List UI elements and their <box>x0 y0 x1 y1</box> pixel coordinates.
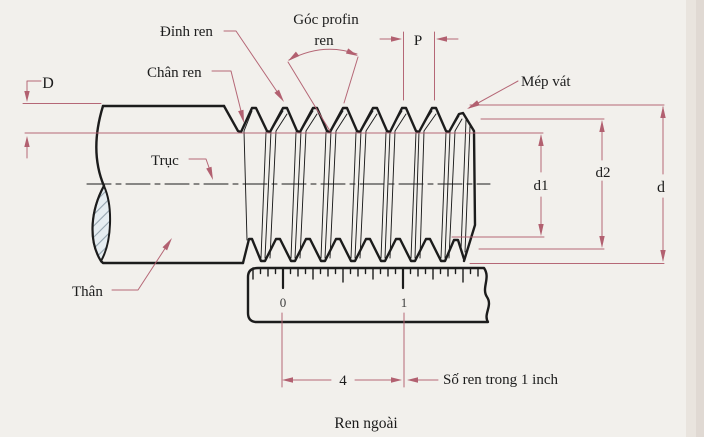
ruler-extension-lines <box>281 312 405 388</box>
label-profile-angle-2: ren <box>314 33 334 49</box>
arrow-angle-right <box>345 48 358 56</box>
arrow-d1-top <box>538 134 544 146</box>
thread-top-profile <box>222 104 477 263</box>
arrow-d-bottom <box>660 250 666 262</box>
label-pitch: P <box>414 33 422 49</box>
label-axis: Trục <box>151 153 179 169</box>
arrow-angle-left <box>288 51 300 61</box>
label-major-diameter: d <box>657 179 665 196</box>
label-crest: Đỉnh ren <box>160 24 213 40</box>
arrow-depth-top <box>24 91 30 102</box>
labels: D Đỉnh ren Chân ren Góc profin ren P Mép… <box>42 12 665 432</box>
arrow-axis <box>206 166 213 180</box>
label-threads-note: Số ren trong 1 inch <box>443 372 558 388</box>
arrow-d-top <box>660 106 666 118</box>
pitch-dia-dim <box>478 118 605 250</box>
arrow-pitch-right <box>436 36 447 42</box>
label-profile-angle-1: Góc profin <box>293 12 359 28</box>
arrow-d1-bottom <box>538 224 544 236</box>
arrow-crest <box>274 89 284 102</box>
crest-leader <box>223 30 283 100</box>
pitch-dim-lines <box>379 31 459 101</box>
profile-angle-lines <box>287 56 359 132</box>
arrow-shank <box>162 238 172 251</box>
arrow-note <box>407 377 418 383</box>
scan-artifact-band <box>686 0 704 437</box>
arrow-pitch-left <box>391 36 402 42</box>
arrow-four-right <box>391 377 402 383</box>
ruler-inch-ticks <box>281 266 405 290</box>
arrow-depth-bottom <box>24 136 30 147</box>
label-minor-diameter: d1 <box>534 178 549 194</box>
label-root: Chân ren <box>147 65 202 81</box>
arrow-d2-bottom <box>599 236 605 248</box>
arrow-four-left <box>282 377 293 383</box>
label-shank: Thân <box>72 284 103 300</box>
label-threads-count: 4 <box>339 373 347 389</box>
shank-leader <box>111 246 167 291</box>
major-dia-dim <box>469 104 665 264</box>
label-pitch-diameter: d2 <box>596 165 611 181</box>
arrow-root <box>238 109 244 123</box>
thread-bottom-profile <box>241 237 466 265</box>
ruler-label-0: 0 <box>280 295 287 310</box>
dimension-arrowheads <box>24 36 666 383</box>
lens-hatch <box>91 183 112 263</box>
dimension-lines <box>22 30 665 388</box>
label-chamfer: Mép vát <box>521 74 571 90</box>
arrow-d2-top <box>599 120 605 132</box>
ruler-label-1: 1 <box>401 295 408 310</box>
label-depth: D <box>42 75 54 92</box>
ruler-body <box>246 266 491 324</box>
arrow-chamfer <box>467 100 480 109</box>
ruler-minor-ticks <box>252 267 479 283</box>
scan-artifact-edge <box>696 0 704 437</box>
section-hatch-lens <box>91 183 112 263</box>
diagram-caption: Ren ngoài <box>334 415 398 432</box>
root-leader <box>211 70 244 120</box>
